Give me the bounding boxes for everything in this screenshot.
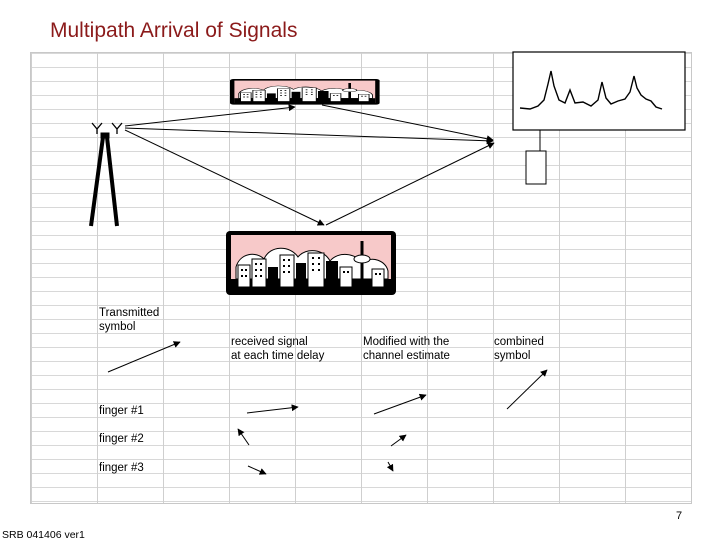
signal-plot-icon (512, 51, 686, 151)
finger3-label: finger #3 (99, 462, 144, 474)
transmitted-symbol-label-line2: symbol (99, 321, 136, 333)
finger1-received-arrow (246, 404, 299, 414)
combined-symbol-label-line1: combined (494, 336, 544, 348)
modified-channel-label: Modified with the channel estimate (363, 335, 450, 363)
received-signal-label-line1: received signal (231, 336, 308, 348)
combined-symbol-label-line2: symbol (494, 350, 531, 362)
antenna-tower-icon (89, 122, 123, 227)
finger1-label: finger #1 (99, 405, 144, 417)
city-skyline-bottom-icon (224, 229, 398, 297)
path-arrow-top-city-to-receiver (321, 104, 494, 143)
path-arrow-direct (124, 127, 494, 145)
receiver-icon (525, 150, 547, 185)
path-arrow-to-top-city (124, 104, 296, 127)
combined-symbol-arrow (506, 369, 548, 410)
modified-channel-label-line2: channel estimate (363, 350, 450, 362)
finger3-received-arrow (247, 465, 267, 475)
received-signal-label: received signal at each time delay (231, 335, 324, 363)
transmitted-symbol-label-line1: Transmitted (99, 307, 160, 319)
combined-symbol-label: combined symbol (494, 335, 544, 363)
city-skyline-top-icon (228, 77, 381, 106)
finger1-modified-arrow (373, 393, 427, 415)
footer-text: SRB 041406 ver1 (2, 529, 85, 541)
finger2-modified-arrow (390, 434, 407, 447)
path-arrow-to-bottom-city (124, 129, 325, 226)
path-arrow-bottom-city-to-receiver (325, 142, 495, 226)
slide-title: Multipath Arrival of Signals (50, 19, 298, 42)
page-number: 7 (676, 510, 683, 522)
finger3-modified-arrow (386, 461, 394, 472)
transmitted-symbol-label: Transmitted symbol (99, 306, 159, 334)
finger2-received-arrow (237, 428, 250, 446)
transmitted-symbol-arrow (107, 341, 181, 373)
received-signal-label-line2: at each time delay (231, 350, 325, 362)
modified-channel-label-line1: Modified with the (363, 336, 450, 348)
finger2-label: finger #2 (99, 433, 144, 445)
